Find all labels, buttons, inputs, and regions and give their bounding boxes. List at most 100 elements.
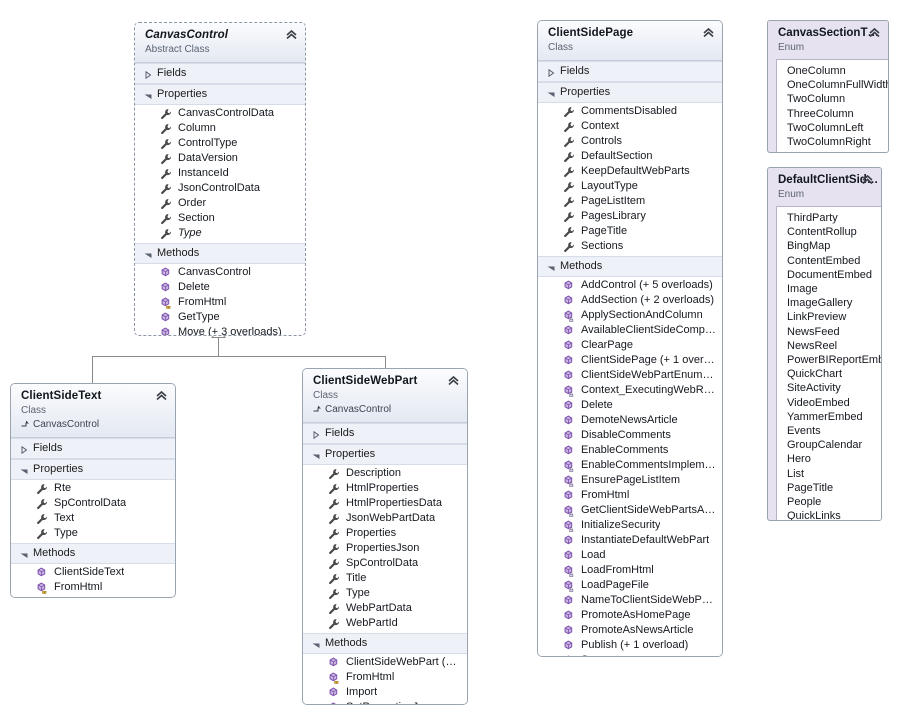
member-row[interactable]: Delete bbox=[538, 398, 722, 413]
enum-item[interactable]: PowerBIReportEmbed bbox=[787, 354, 881, 367]
member-row[interactable]: Column bbox=[135, 121, 305, 136]
member-row[interactable]: Properties bbox=[303, 526, 467, 541]
enum-item[interactable]: Image bbox=[787, 283, 818, 296]
section-header-methods[interactable]: Methods bbox=[11, 543, 175, 564]
member-row[interactable]: ControlType bbox=[135, 136, 305, 151]
enum-item[interactable]: VideoEmbed bbox=[787, 396, 850, 409]
section-header-properties[interactable]: Properties bbox=[135, 84, 305, 105]
member-row[interactable]: Title bbox=[303, 571, 467, 586]
member-row[interactable]: Controls bbox=[538, 134, 722, 149]
member-row[interactable]: InitializeSecurity bbox=[538, 518, 722, 533]
section-header-fields[interactable]: Fields bbox=[303, 423, 467, 444]
collapse-icon[interactable] bbox=[285, 29, 298, 40]
section-header-properties[interactable]: Properties bbox=[538, 82, 722, 103]
member-row[interactable]: Sections bbox=[538, 239, 722, 254]
member-row[interactable]: InstanceId bbox=[135, 166, 305, 181]
member-row[interactable]: FromHtml bbox=[11, 580, 175, 595]
member-row[interactable]: LayoutType bbox=[538, 179, 722, 194]
member-row[interactable]: Section bbox=[135, 211, 305, 226]
member-row[interactable]: ToHtml bbox=[11, 595, 175, 597]
triangle-down-icon[interactable] bbox=[312, 451, 320, 459]
class-box-clientsidetext[interactable]: ClientSideText Class CanvasControl Field… bbox=[10, 383, 176, 598]
member-row[interactable]: HtmlPropertiesData bbox=[303, 496, 467, 511]
enum-item[interactable]: BingMap bbox=[787, 240, 831, 253]
member-row[interactable]: Type bbox=[303, 586, 467, 601]
member-row[interactable]: CommentsDisabled bbox=[538, 104, 722, 119]
collapse-icon[interactable] bbox=[868, 27, 881, 38]
triangle-down-icon[interactable] bbox=[547, 89, 555, 97]
member-row[interactable]: ClientSideText bbox=[11, 565, 175, 580]
section-header-methods[interactable]: Methods bbox=[303, 633, 467, 654]
enum-item[interactable]: NewsReel bbox=[787, 339, 838, 352]
triangle-down-icon[interactable] bbox=[20, 466, 28, 474]
member-row[interactable]: JsonControlData bbox=[135, 181, 305, 196]
member-row[interactable]: PageListItem bbox=[538, 194, 722, 209]
member-row[interactable]: JsonWebPartData bbox=[303, 511, 467, 526]
member-row[interactable]: ClearPage bbox=[538, 338, 722, 353]
enum-item[interactable]: TwoColumnLeft bbox=[787, 121, 864, 134]
collapse-icon[interactable] bbox=[861, 174, 874, 185]
enum-item[interactable]: List bbox=[787, 467, 805, 480]
triangle-right-icon[interactable] bbox=[312, 430, 320, 439]
member-row[interactable]: ClientSideWebPart (+ 1 overl… bbox=[303, 655, 467, 670]
section-header-methods[interactable]: Methods bbox=[135, 243, 305, 264]
collapse-icon[interactable] bbox=[702, 27, 715, 38]
enum-item[interactable]: Events bbox=[787, 425, 821, 438]
member-row[interactable]: Context_ExecutingWebRequest bbox=[538, 383, 722, 398]
enum-item[interactable]: ContentEmbed bbox=[787, 254, 861, 267]
member-row[interactable]: Save bbox=[538, 653, 722, 656]
member-row[interactable]: AddSection (+ 2 overloads) bbox=[538, 293, 722, 308]
member-row[interactable]: ClientSidePage (+ 1 overload) bbox=[538, 353, 722, 368]
member-row[interactable]: EnableComments bbox=[538, 443, 722, 458]
member-row[interactable]: DefaultSection bbox=[538, 149, 722, 164]
member-row[interactable]: DisableComments bbox=[538, 428, 722, 443]
enum-item[interactable]: People bbox=[787, 496, 822, 509]
member-row[interactable]: DemoteNewsArticle bbox=[538, 413, 722, 428]
triangle-right-icon[interactable] bbox=[144, 70, 152, 79]
member-row[interactable]: PropertiesJson bbox=[303, 541, 467, 556]
enum-item[interactable]: GroupCalendar bbox=[787, 439, 863, 452]
member-row[interactable]: ClientSideWebPartEnumToName bbox=[538, 368, 722, 383]
member-row[interactable]: Rte bbox=[11, 481, 175, 496]
member-row[interactable]: CanvasControl bbox=[135, 265, 305, 280]
member-row[interactable]: PageTitle bbox=[538, 224, 722, 239]
member-row[interactable]: Import bbox=[303, 685, 467, 700]
member-row[interactable]: Move (+ 3 overloads) bbox=[135, 325, 305, 335]
enum-item[interactable]: TwoColumnRight bbox=[787, 136, 871, 149]
triangle-down-icon[interactable] bbox=[20, 550, 28, 558]
member-row[interactable]: WebPartData bbox=[303, 601, 467, 616]
member-row[interactable]: Text bbox=[11, 511, 175, 526]
enum-item[interactable]: LinkPreview bbox=[787, 311, 847, 324]
member-row[interactable]: FromHtml bbox=[303, 670, 467, 685]
member-row[interactable]: Type bbox=[135, 226, 305, 241]
member-row[interactable]: FromHtml bbox=[135, 295, 305, 310]
enum-item[interactable]: TwoColumn bbox=[787, 93, 846, 106]
member-row[interactable]: SpControlData bbox=[11, 496, 175, 511]
enum-item[interactable]: NewsFeed bbox=[787, 325, 840, 338]
triangle-right-icon[interactable] bbox=[20, 445, 28, 454]
triangle-down-icon[interactable] bbox=[312, 640, 320, 648]
enum-item[interactable]: ContentRollup bbox=[787, 226, 857, 239]
member-row[interactable]: PromoteAsNewsArticle bbox=[538, 623, 722, 638]
member-row[interactable]: GetClientSideWebPartsAsync bbox=[538, 503, 722, 518]
triangle-down-icon[interactable] bbox=[144, 91, 152, 99]
enum-item[interactable]: Hero bbox=[787, 453, 811, 466]
member-row[interactable]: SpControlData bbox=[303, 556, 467, 571]
section-header-properties[interactable]: Properties bbox=[11, 459, 175, 480]
triangle-down-icon[interactable] bbox=[144, 250, 152, 258]
section-header-properties[interactable]: Properties bbox=[303, 444, 467, 465]
member-row[interactable]: WebPartId bbox=[303, 616, 467, 631]
member-row[interactable]: FromHtml bbox=[538, 488, 722, 503]
member-row[interactable]: HtmlProperties bbox=[303, 481, 467, 496]
enum-item[interactable]: ThreeColumn bbox=[787, 107, 854, 120]
member-row[interactable]: PagesLibrary bbox=[538, 209, 722, 224]
enum-item[interactable]: YammerEmbed bbox=[787, 410, 863, 423]
triangle-down-icon[interactable] bbox=[547, 263, 555, 271]
section-header-fields[interactable]: Fields bbox=[135, 63, 305, 84]
triangle-right-icon[interactable] bbox=[547, 68, 555, 77]
member-row[interactable]: Publish (+ 1 overload) bbox=[538, 638, 722, 653]
enum-item[interactable]: PageTitle bbox=[787, 481, 834, 494]
